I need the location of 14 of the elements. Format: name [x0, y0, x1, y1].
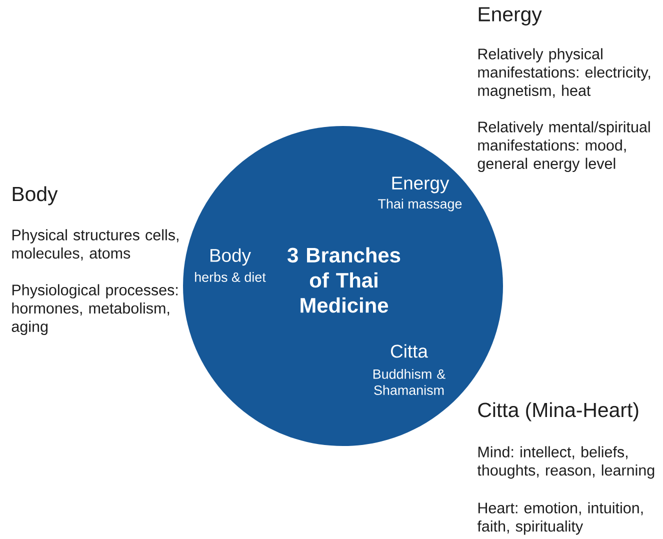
- description: Relatively physical manifestations: electricity, magnetism, heat: [478, 48, 650, 99]
- circle-title: 3 Branches of Thai Medicine: [288, 247, 400, 313]
- heading: Energy: [478, 7, 542, 26]
- circle-text: Energy: [392, 176, 450, 194]
- circle-text: Body: [210, 248, 251, 266]
- circle-text: Thai massage: [378, 198, 462, 212]
- circle-text: Buddhism & Shamanism: [373, 368, 446, 395]
- description: Heart: emotion, intuition, faith, spirituality: [477, 502, 643, 535]
- heading: Body: [12, 186, 58, 206]
- circle-text: herbs & diet: [195, 272, 266, 282]
- description: Relatively mental/spiritual manifestations: mood, general energy level: [478, 121, 650, 172]
- circle-text: Citta: [391, 344, 428, 358]
- heading: Citta (Mina-Heart): [478, 402, 638, 422]
- description: Mind: intellect, beliefs, thoughts, reason, learning: [477, 446, 654, 479]
